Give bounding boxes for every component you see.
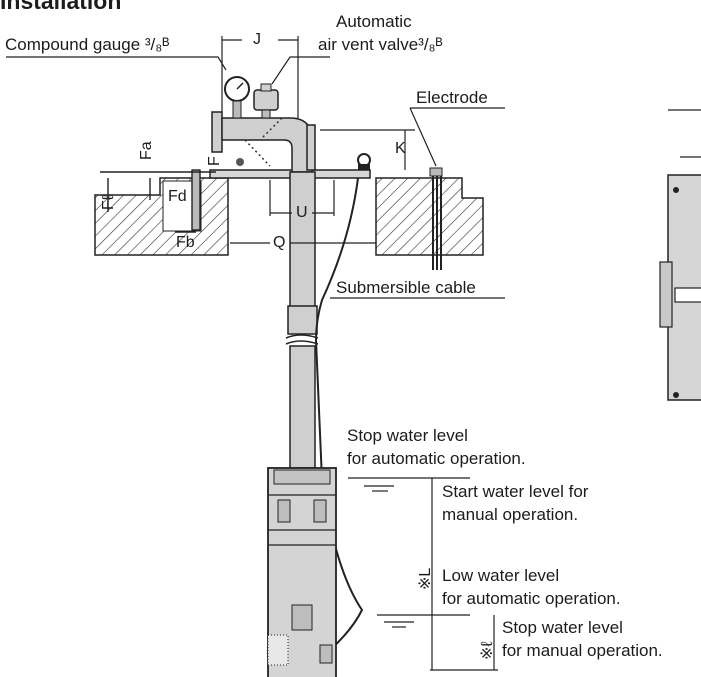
stop-auto-label-line2: for automatic operation. bbox=[347, 449, 526, 468]
leader-lines bbox=[6, 56, 505, 299]
dim-f-label: F bbox=[206, 156, 223, 166]
stop-manual-label-line1: Stop water level bbox=[502, 618, 623, 637]
foundation-right bbox=[375, 177, 484, 256]
dimension-k-line bbox=[320, 129, 415, 170]
foundation-left bbox=[94, 177, 229, 256]
low-auto-label-line1: Low water level bbox=[442, 566, 560, 585]
dim-fb-label: Fb bbox=[176, 234, 195, 251]
dim-k-label: K bbox=[395, 140, 406, 157]
dim-u-label: U bbox=[296, 204, 308, 221]
submersible-cable-line bbox=[314, 177, 364, 651]
electrode-label: Electrode bbox=[416, 88, 488, 107]
riser-pipe-upper bbox=[289, 171, 316, 311]
dim-fa-label: Fa bbox=[138, 141, 155, 160]
air-vent-label-line1: Automatic bbox=[336, 12, 412, 31]
compound-gauge-label: Compound gauge ³/₈ᴮ bbox=[5, 35, 170, 54]
side-view-partial bbox=[659, 109, 701, 401]
air-vent-valve-icon bbox=[253, 83, 279, 119]
dimension-u-line bbox=[269, 180, 335, 216]
anchor-bolt bbox=[100, 169, 216, 233]
dim-fl-label: Fℓ bbox=[100, 195, 117, 210]
start-manual-label-line1: Start water level for bbox=[442, 482, 589, 501]
stop-manual-label-line2: for manual operation. bbox=[502, 641, 663, 660]
compound-gauge-icon bbox=[224, 76, 250, 119]
dim-j-label: J bbox=[253, 31, 261, 48]
water-level-marks bbox=[348, 477, 498, 671]
electrode-icon bbox=[429, 167, 443, 270]
section-title: Installation bbox=[0, 0, 122, 14]
discharge-elbow bbox=[211, 111, 316, 173]
dim-small-l-label: ※ℓ bbox=[479, 641, 496, 660]
pump-body bbox=[267, 467, 337, 677]
riser-pipe-lower bbox=[289, 345, 316, 469]
low-auto-label-line2: for automatic operation. bbox=[442, 589, 621, 608]
dim-q-label: Q bbox=[273, 234, 286, 251]
dimension-j-line bbox=[221, 36, 299, 118]
dim-l-label: ※L bbox=[417, 567, 434, 590]
dim-fd-label: Fd bbox=[168, 188, 187, 205]
submersible-cable-label: Submersible cable bbox=[336, 278, 476, 297]
start-manual-label-line2: manual operation. bbox=[442, 505, 579, 524]
stop-auto-label-line1: Stop water level bbox=[347, 426, 468, 445]
air-vent-label-line2: air vent valve³/₈ᴮ bbox=[318, 35, 443, 54]
